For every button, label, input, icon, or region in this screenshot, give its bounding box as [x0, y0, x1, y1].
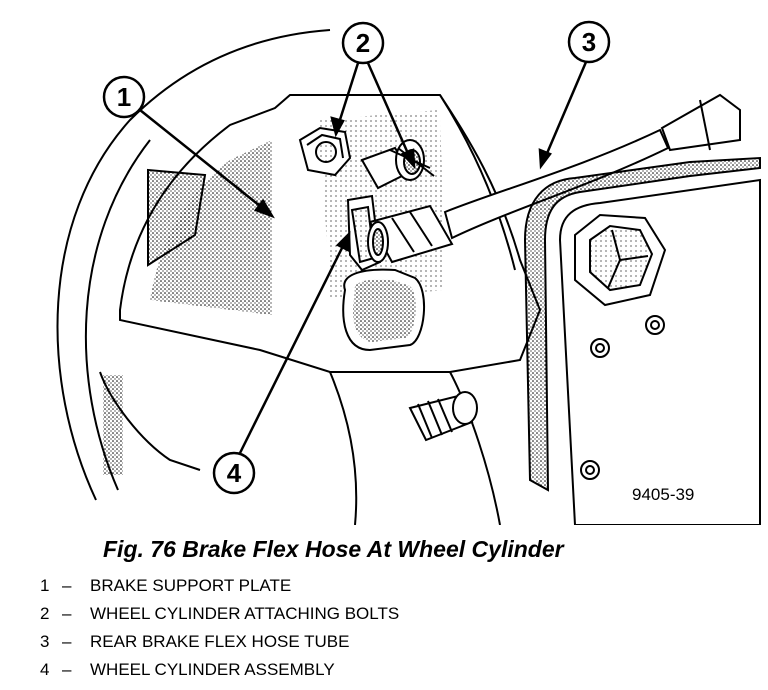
legend-item: 1–BRAKE SUPPORT PLATE	[40, 572, 399, 600]
callout-1-number: 1	[117, 82, 131, 112]
plate-slot	[342, 268, 426, 352]
legend-number: 1	[40, 576, 50, 595]
callout-1-leader	[139, 109, 275, 219]
legend-item: 2–WHEEL CYLINDER ATTACHING BOLTS	[40, 600, 399, 628]
legend-separator: –	[62, 632, 72, 651]
legend-number: 3	[40, 632, 50, 651]
callout-4-circle	[212, 451, 256, 495]
flex-hose-fitting	[367, 204, 454, 264]
legend-text: REAR BRAKE FLEX HOSE TUBE	[90, 632, 350, 651]
bleeder-plug	[408, 391, 478, 442]
legend-separator: –	[62, 604, 72, 623]
legend-item: 3–REAR BRAKE FLEX HOSE TUBE	[40, 628, 399, 656]
legend-text: WHEEL CYLINDER ASSEMBLY	[90, 660, 335, 679]
figure-caption: Fig. 76 Brake Flex Hose At Wheel Cylinde…	[103, 536, 564, 562]
hose-bracket	[523, 156, 761, 525]
callout-2-leader-b	[366, 62, 416, 170]
brake-flex-hose-illustration: 1 2 3 4 9405-39	[56, 20, 761, 525]
legend-number: 2	[40, 604, 50, 623]
hex-nut	[574, 213, 667, 307]
callout-1-circle	[102, 75, 146, 119]
figure-id-label: 9405-39	[632, 485, 694, 504]
attaching-bolt-upper	[298, 126, 352, 177]
bracket-holes	[580, 315, 665, 480]
axle-housing	[99, 371, 501, 525]
callout-4-number: 4	[227, 458, 242, 488]
callout-3-circle	[567, 20, 611, 64]
callout-3-leader	[538, 61, 588, 170]
legend-item: 4–WHEEL CYLINDER ASSEMBLY	[40, 656, 399, 684]
legend-separator: –	[62, 660, 72, 679]
callout-3-number: 3	[582, 27, 596, 57]
legend-list: 1–BRAKE SUPPORT PLATE 2–WHEEL CYLINDER A…	[40, 572, 399, 684]
callout-2-leader-a	[330, 62, 360, 138]
legend-number: 4	[40, 660, 50, 679]
legend-separator: –	[62, 576, 72, 595]
callout-4-leader	[238, 230, 351, 454]
legend-text: BRAKE SUPPORT PLATE	[90, 576, 292, 595]
legend-text: WHEEL CYLINDER ATTACHING BOLTS	[90, 604, 400, 623]
brake-drum-outline	[56, 29, 331, 501]
callout-2-number: 2	[356, 28, 370, 58]
callout-2-circle	[341, 21, 385, 65]
